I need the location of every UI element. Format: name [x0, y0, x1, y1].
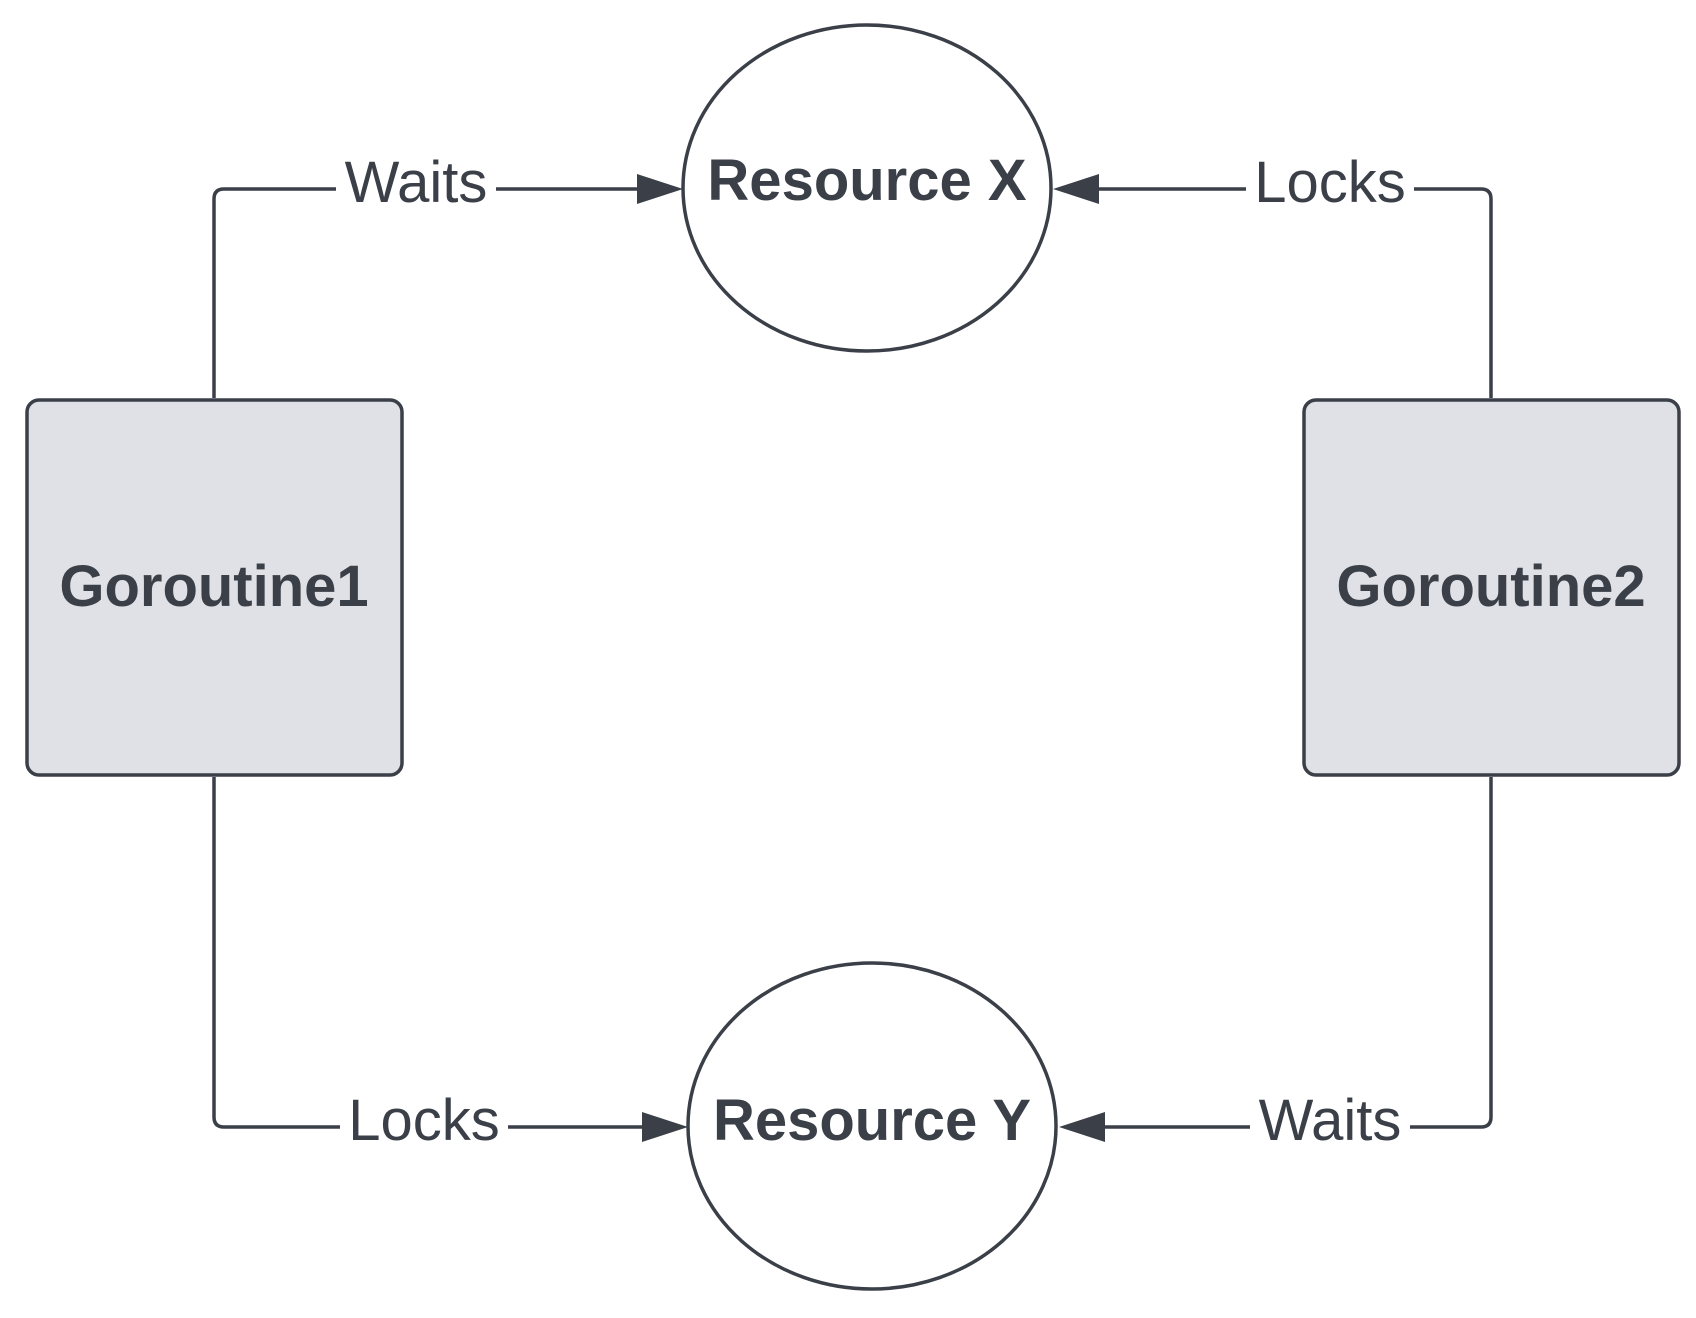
node-goroutine1: Goroutine1	[25, 398, 404, 777]
arrowhead-goroutine1-resource-y	[642, 1112, 688, 1142]
edge-label-locks-bottom-left: Locks	[340, 1088, 508, 1160]
svg-text:Goroutine1: Goroutine1	[59, 554, 368, 619]
svg-text:Locks: Locks	[1254, 150, 1406, 215]
arrowhead-goroutine2-resource-x	[1053, 174, 1099, 204]
svg-text:Goroutine2: Goroutine2	[1336, 554, 1645, 619]
edge-goroutine1-waits-resource-x	[212, 187, 640, 398]
edge-goroutine2-waits-resource-y	[1104, 777, 1493, 1129]
svg-text:Locks: Locks	[348, 1088, 500, 1153]
arrowhead-goroutine1-resource-x	[637, 174, 683, 204]
svg-text:Waits: Waits	[1259, 1088, 1402, 1153]
edge-label-locks-top-right: Locks	[1246, 150, 1414, 220]
node-resource-y: Resource Y	[686, 961, 1058, 1291]
svg-text:Waits: Waits	[345, 150, 488, 215]
node-resource-x: Resource X	[681, 23, 1053, 353]
edge-label-waits-bottom-right: Waits	[1250, 1088, 1410, 1160]
edge-goroutine2-locks-resource-x	[1096, 187, 1493, 398]
node-goroutine2: Goroutine2	[1302, 398, 1681, 777]
svg-text:Resource X: Resource X	[707, 148, 1026, 213]
edge-label-waits-top-left: Waits	[336, 150, 496, 220]
arrowhead-goroutine2-resource-y	[1059, 1112, 1105, 1142]
edge-goroutine1-locks-resource-y	[212, 777, 644, 1129]
svg-text:Resource Y: Resource Y	[713, 1088, 1031, 1153]
